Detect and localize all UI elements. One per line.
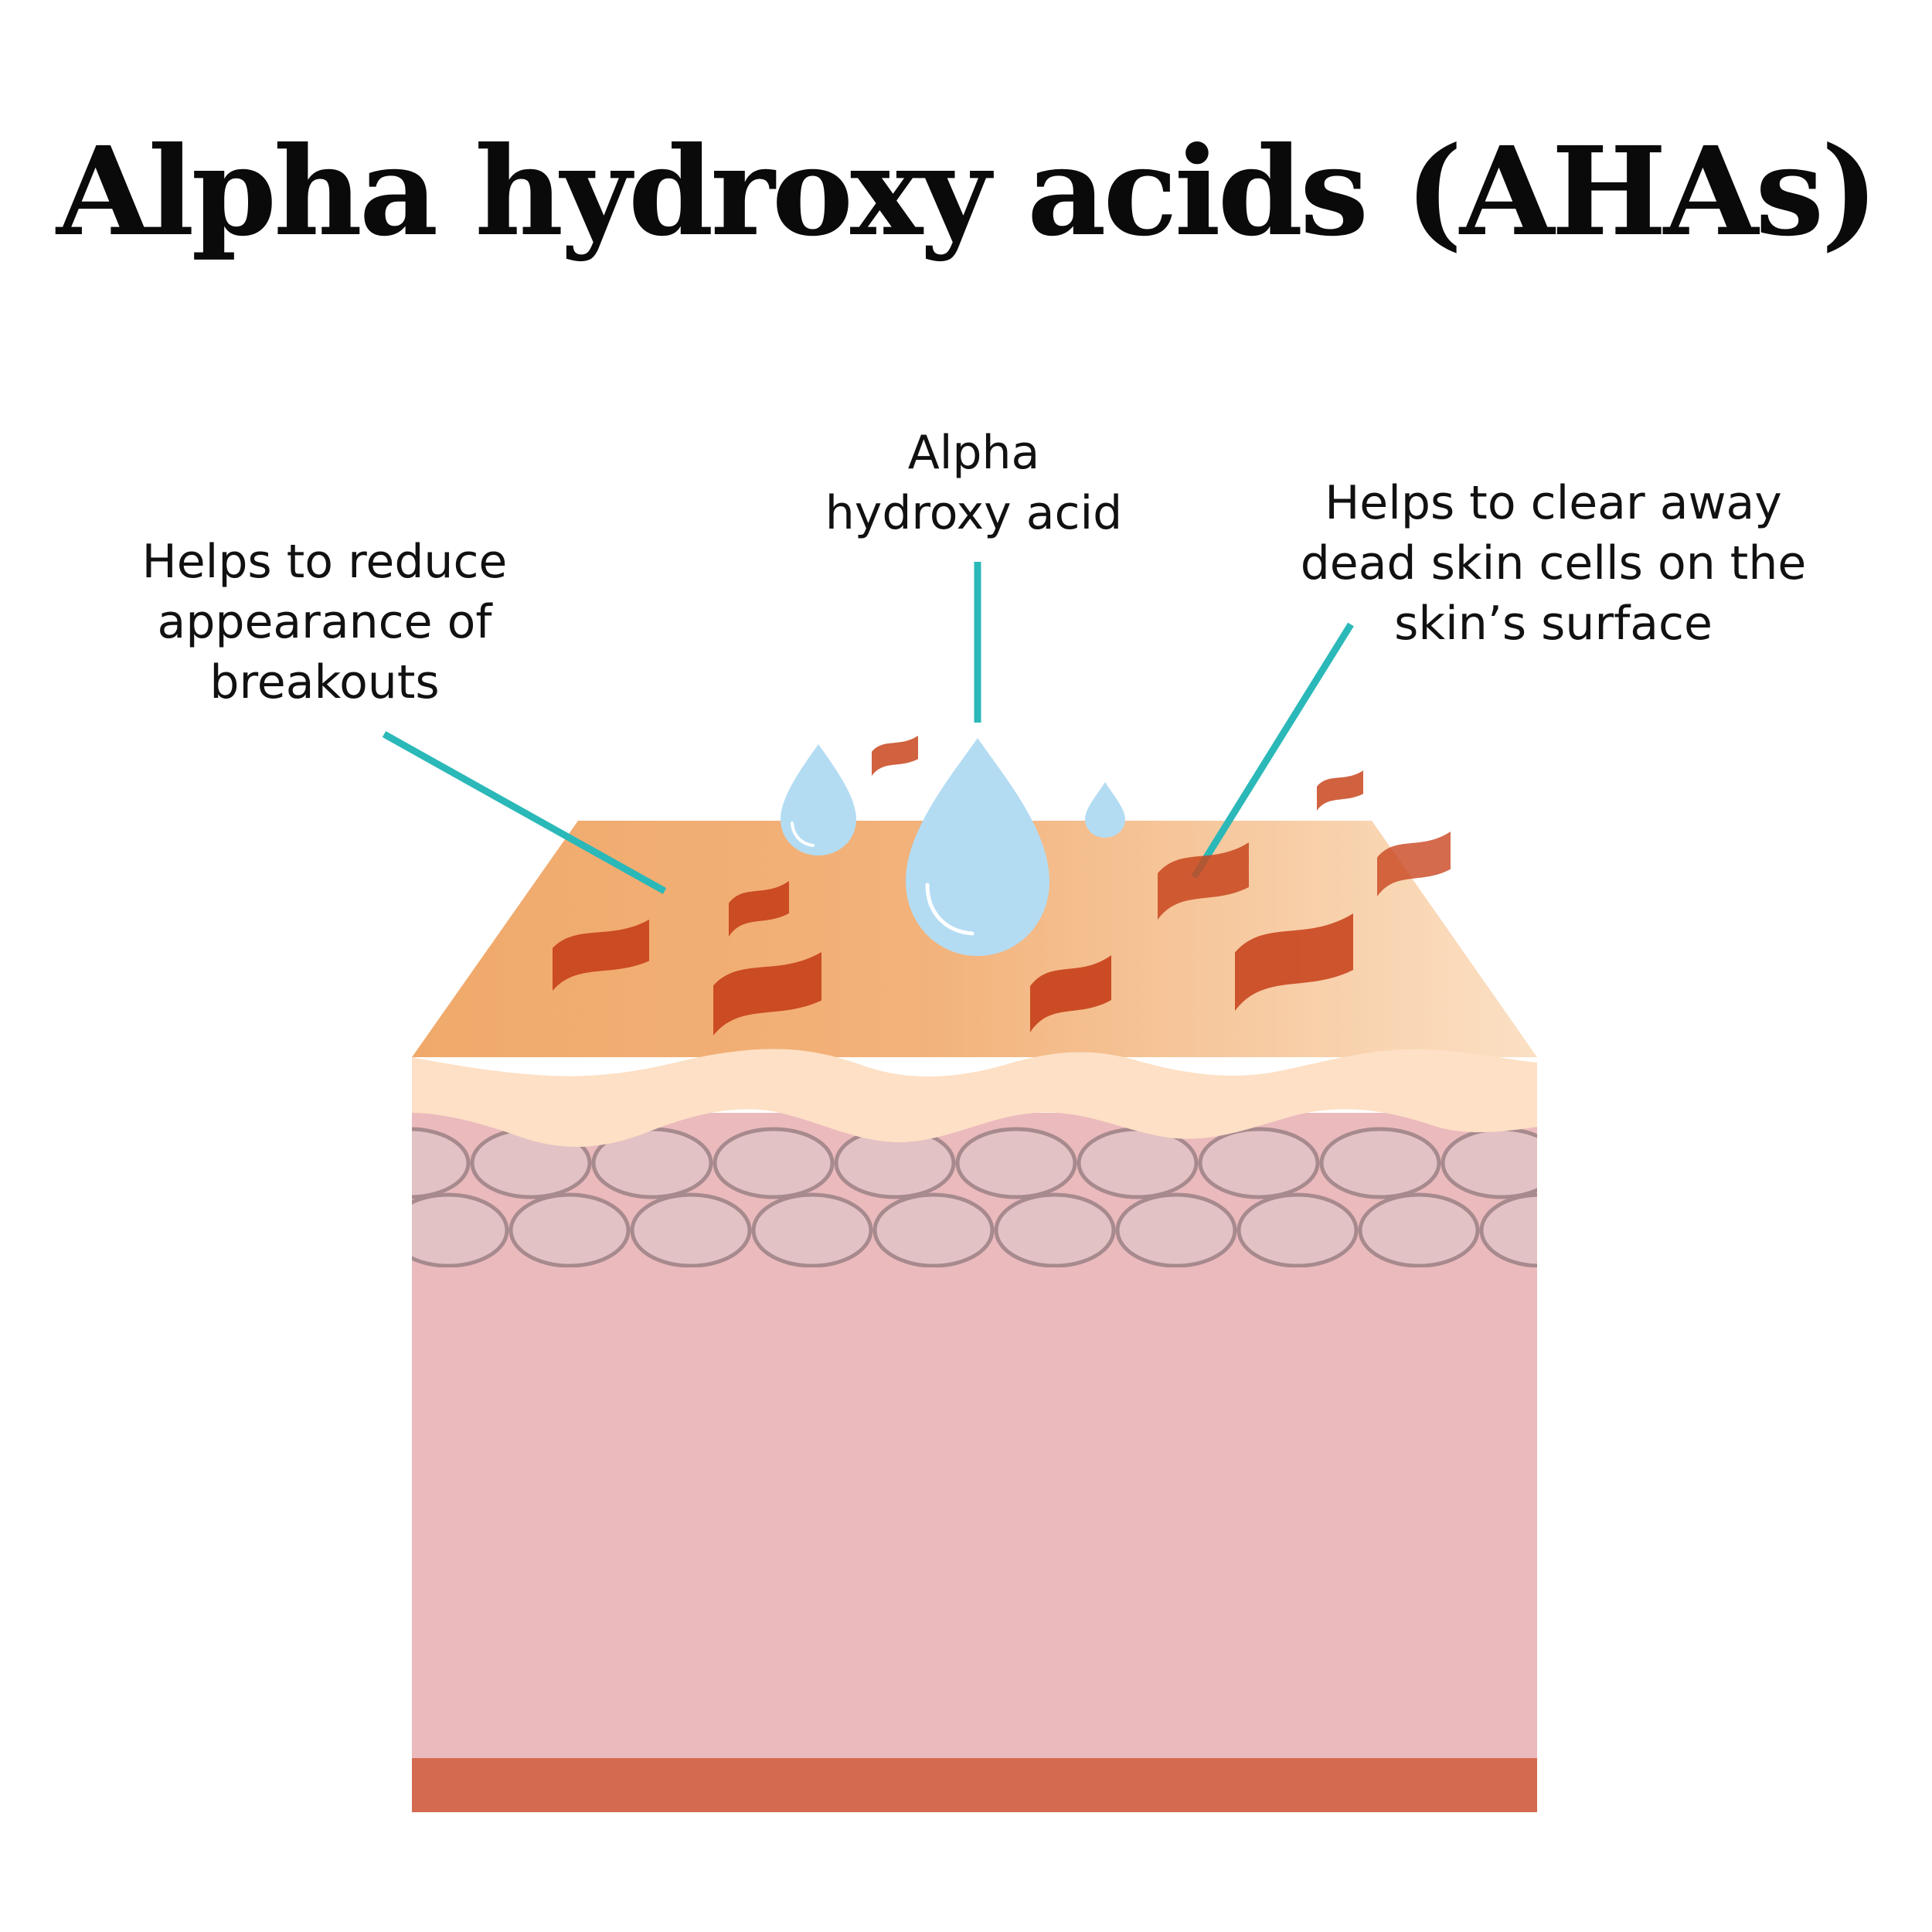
skin-cell (875, 1195, 992, 1266)
breakouts-leader-line (384, 734, 665, 891)
skin-cell (632, 1195, 750, 1266)
skin-flake (872, 736, 918, 776)
skin-cell (1360, 1195, 1478, 1266)
acid-droplet-medium (781, 744, 856, 855)
skin-cell (715, 1129, 832, 1197)
skin-cell (753, 1195, 871, 1266)
skin-cell (389, 1195, 507, 1266)
skin-cell (957, 1129, 1075, 1197)
skin-flake (1317, 770, 1363, 811)
base-band (412, 1758, 1537, 1812)
acid-droplet-large (906, 738, 1049, 956)
skin-cell (996, 1195, 1114, 1266)
skin-cell (1443, 1129, 1560, 1197)
skin-cell (1117, 1195, 1235, 1266)
skin-cell (351, 1129, 468, 1197)
skin-cell (1321, 1129, 1439, 1197)
acid-droplet-small (1085, 782, 1125, 838)
skin-cell (1481, 1195, 1599, 1266)
skin-cell (511, 1195, 628, 1266)
skin-cell (1079, 1129, 1196, 1197)
skin-cell (1239, 1195, 1356, 1266)
skin-cell (1200, 1129, 1318, 1197)
